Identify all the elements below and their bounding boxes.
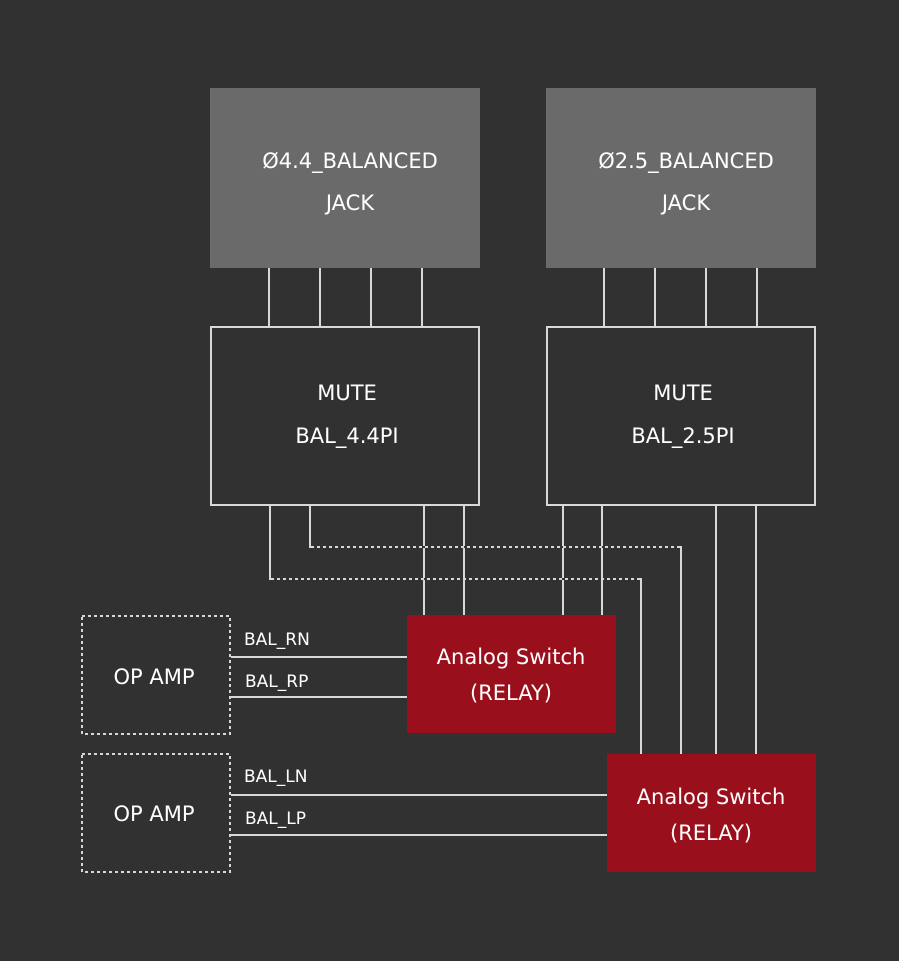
mute-2-5-title: MUTE [653, 381, 713, 405]
jack-2-5-subtitle: JACK [660, 191, 711, 215]
crossing-dotted-wires [271, 546, 680, 580]
jack-4-4-subtitle: JACK [324, 191, 375, 215]
signal-label-bal-rp: BAL_RP [245, 672, 308, 692]
jack-to-mute-wires [268, 267, 758, 327]
mute-4-4: MUTE BAL_4.4PI [210, 326, 480, 506]
opamp-left: OP AMP [81, 753, 231, 873]
mute-2-5: MUTE BAL_2.5PI [546, 326, 816, 506]
analog-switch-right-title: Analog Switch [437, 645, 586, 669]
analog-switch-left-title: Analog Switch [637, 785, 786, 809]
signal-label-bal-rn: BAL_RN [244, 630, 310, 650]
analog-switch-left-subtitle: (RELAY) [670, 821, 752, 845]
analog-switch-left: Analog Switch (RELAY) [607, 754, 816, 872]
opamp-right-label: OP AMP [113, 665, 194, 689]
signal-label-bal-ln: BAL_LN [244, 767, 307, 787]
opamp-to-switch-wires [231, 656, 607, 836]
signal-label-bal-lp: BAL_LP [245, 809, 306, 829]
jack-2-5: Ø2.5_BALANCED JACK [546, 88, 816, 268]
analog-switch-right-subtitle: (RELAY) [470, 681, 552, 705]
jack-2-5-title: Ø2.5_BALANCED [598, 149, 774, 174]
mute-4-4-label: BAL_4.4PI [295, 424, 398, 449]
opamp-left-label: OP AMP [113, 802, 194, 826]
analog-switch-right: Analog Switch (RELAY) [407, 615, 616, 733]
opamp-right: OP AMP [81, 615, 231, 735]
mute-2-5-label: BAL_2.5PI [631, 424, 734, 449]
jack-4-4-title: Ø4.4_BALANCED [262, 149, 438, 174]
mute-4-4-title: MUTE [317, 381, 377, 405]
jack-4-4: Ø4.4_BALANCED JACK [210, 88, 480, 268]
